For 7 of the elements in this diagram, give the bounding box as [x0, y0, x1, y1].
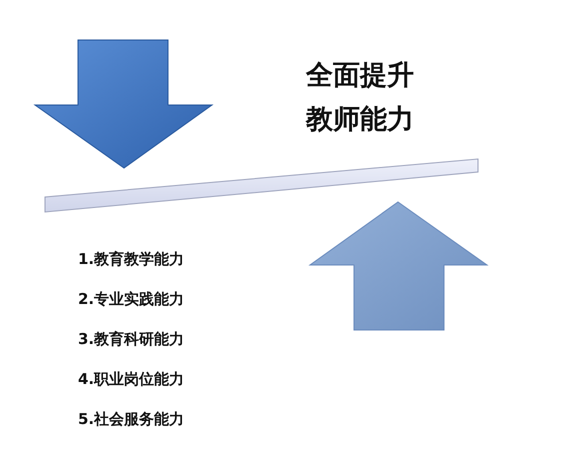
title: 全面提升教师能力 — [306, 59, 415, 137]
balance-beam — [44, 158, 478, 213]
list-item: 5.社会服务能力 — [78, 409, 184, 430]
list-item: 2.专业实践能力 — [78, 289, 184, 310]
list-item: 1.教育教学能力 — [78, 249, 184, 270]
list-item: 4.职业岗位能力 — [78, 369, 184, 390]
list-item: 3.教育科研能力 — [78, 329, 184, 350]
